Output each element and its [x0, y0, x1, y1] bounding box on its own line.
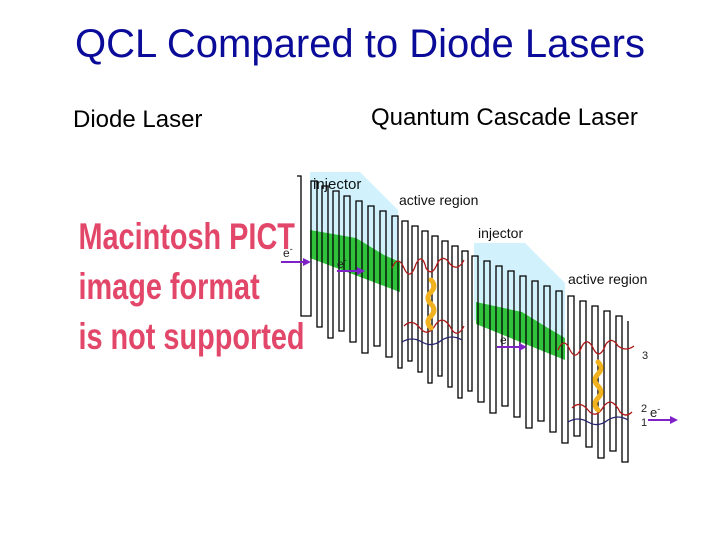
wavefunction-lower-2 [571, 401, 633, 416]
photon-emission-1 [425, 277, 437, 331]
photon-emission-2 [592, 359, 604, 413]
injector-label-1: injector [313, 176, 361, 193]
electron-sup-2: - [344, 255, 347, 265]
band-edge-potential [297, 175, 629, 463]
electron-sup-3: - [507, 331, 510, 341]
level-3-label: 3 [642, 350, 648, 362]
slide-title: QCL Compared to Diode Lasers [75, 22, 645, 66]
electron-e-3: e [500, 333, 507, 347]
electron-label-4: e- [650, 404, 660, 420]
wavefunction-upper-2 [557, 339, 635, 356]
wavefunction-upper-1 [391, 257, 465, 275]
electron-sup-1: - [290, 244, 293, 254]
level-2-label: 2 [641, 403, 647, 415]
wavefunction-lower-1 [403, 319, 465, 334]
level-1-label: 1 [641, 417, 647, 429]
ground-state-2 [567, 416, 629, 426]
electron-arrow-head-2 [357, 267, 365, 275]
electron-arrow-head-3 [519, 343, 527, 351]
injector-label-2: injector [478, 225, 523, 241]
electron-e-2: e [337, 257, 344, 271]
electron-label-2: e- [337, 255, 347, 271]
electron-arrow-head-1 [303, 258, 311, 266]
electron-sup-4: - [657, 404, 660, 414]
electron-label-3: e- [500, 331, 510, 347]
electron-e-1: e [283, 246, 290, 260]
ground-state-1 [401, 336, 463, 346]
diode-laser-heading: Diode Laser [73, 106, 203, 133]
electron-arrow-head-4 [670, 416, 678, 424]
active-region-label-2: active region [568, 271, 647, 287]
active-region-label-1: active region [399, 192, 478, 208]
electron-e-4: e [650, 405, 657, 420]
electron-label-1: e- [283, 244, 293, 260]
qcl-heading: Quantum Cascade Laser [371, 104, 638, 131]
